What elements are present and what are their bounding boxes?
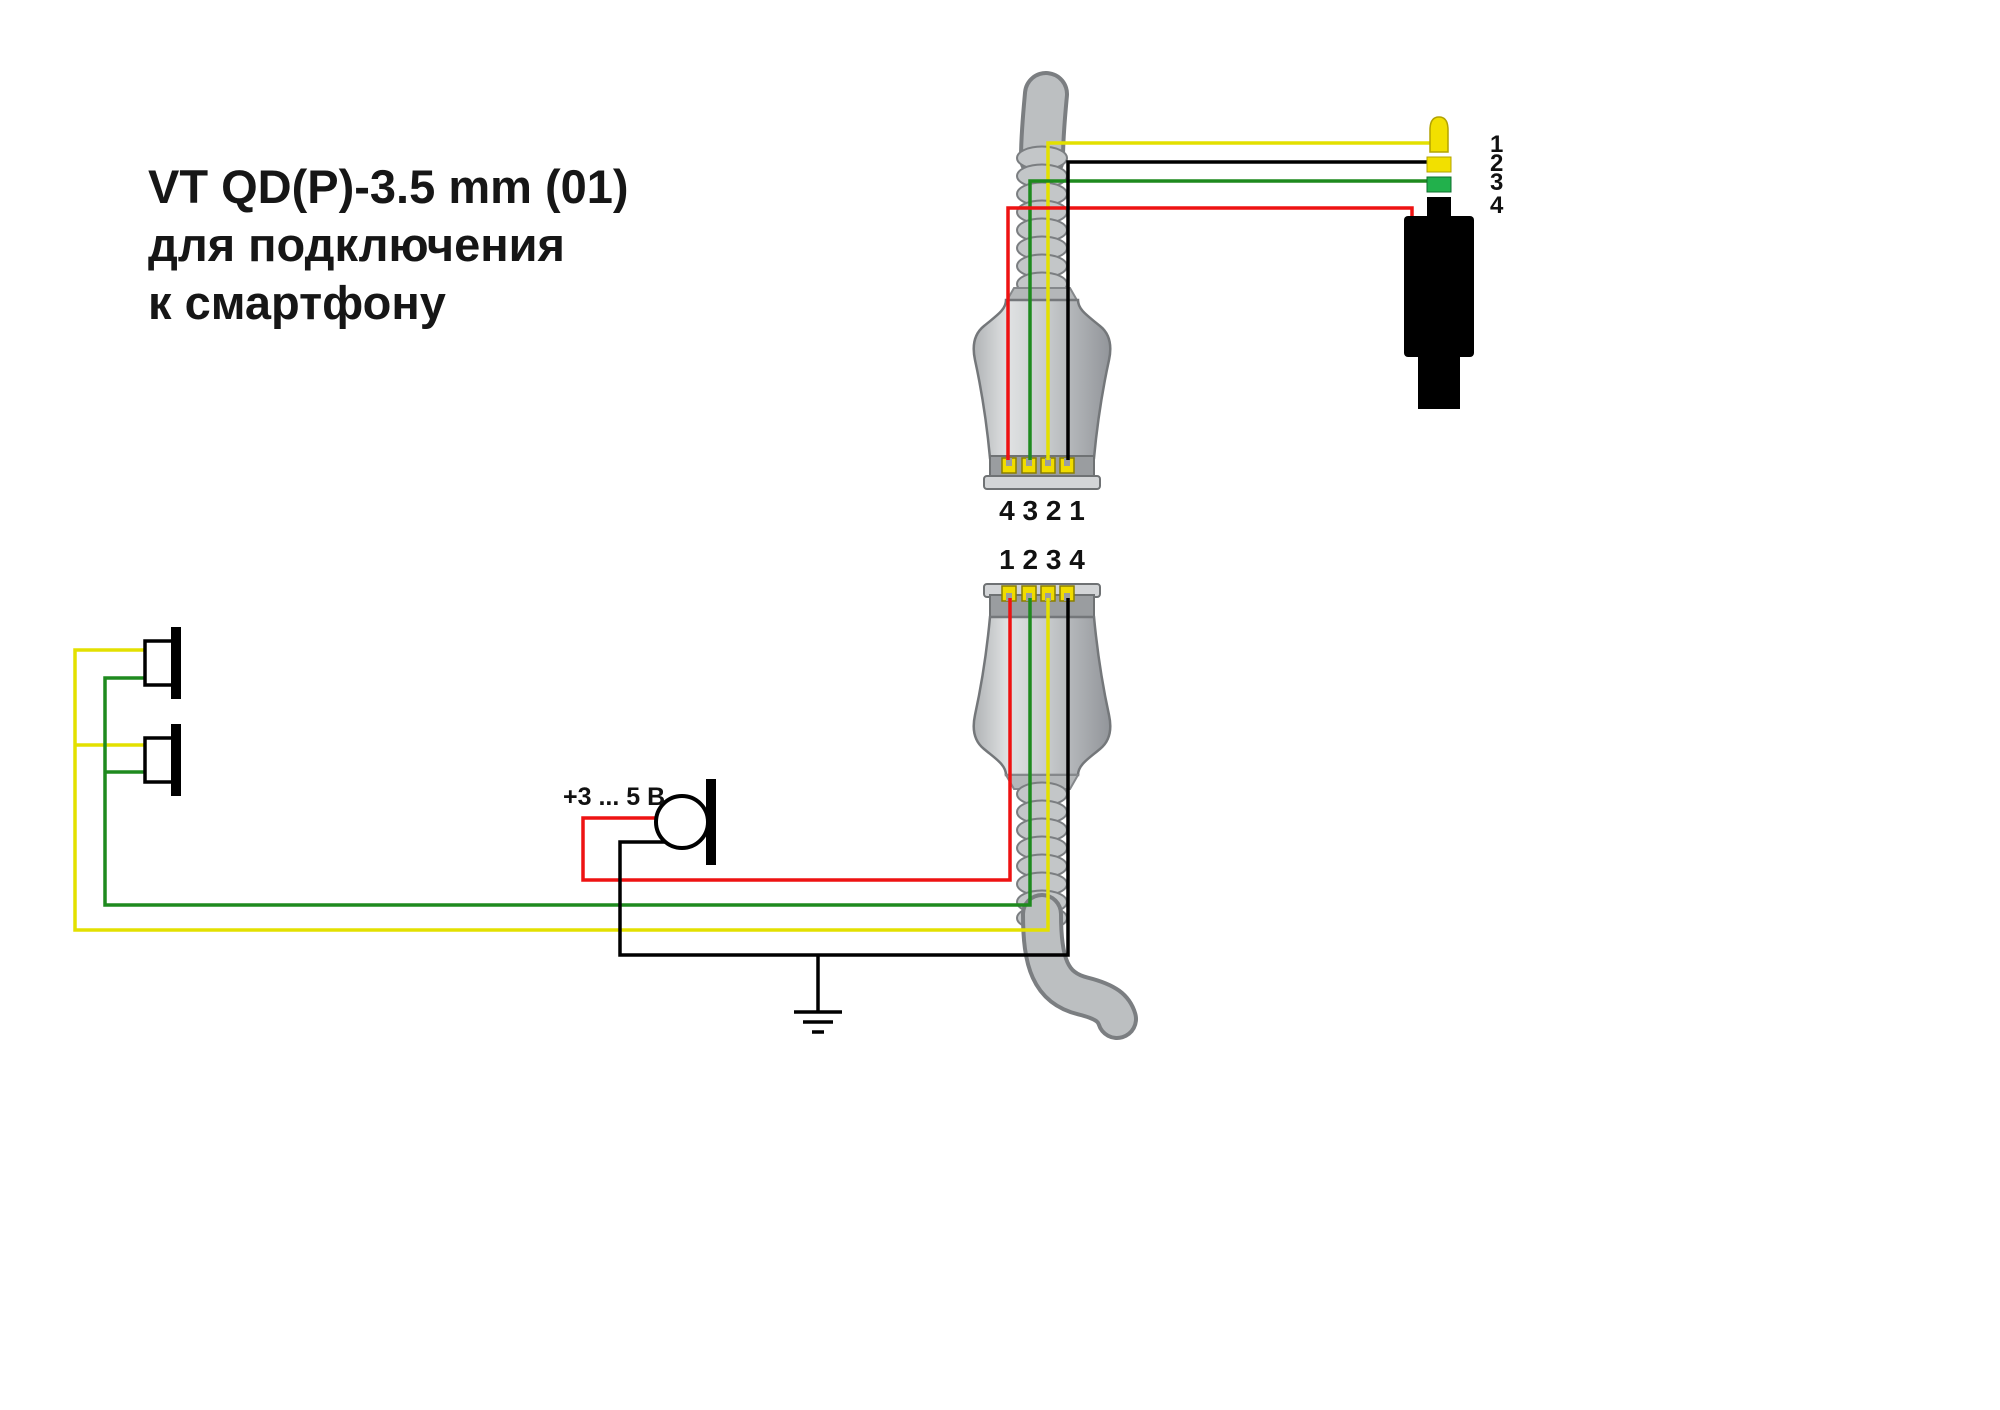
speaker-bottom-coil [143, 736, 175, 784]
title-line-3: к смартфону [148, 276, 446, 329]
trs-plug-3.5mm [1404, 116, 1474, 409]
plug-pin-number-4: 4 [1490, 192, 1504, 219]
top-qd-pin-label: 4 3 2 1 [999, 495, 1085, 526]
speaker-bottom [143, 724, 181, 796]
speaker-top [143, 627, 181, 699]
speaker-bottom-diaphragm [171, 724, 181, 796]
microphone [654, 779, 716, 865]
speaker-top-coil [143, 639, 175, 687]
top-qd-lip [983, 475, 1101, 490]
top-qd-body [972, 298, 1112, 460]
top-qd-connector [972, 71, 1112, 490]
plug-tip-1 [1429, 116, 1449, 153]
black-wire-bottom [618, 598, 1070, 1012]
plug-pin-number-3: 3 [1490, 169, 1503, 196]
microphone-plate [706, 779, 716, 865]
bottom-qd-pin-notches [1006, 593, 1070, 601]
ground-symbol [794, 1010, 842, 1034]
green-wire-bottom [103, 598, 1032, 907]
bottom-qd-cable [1025, 897, 1134, 1036]
yellow-wire-bottom [73, 598, 1050, 932]
green-wire-top [1028, 179, 1427, 460]
plug-pin-number-1: 1 [1490, 131, 1503, 158]
yellow-wire-top [1046, 141, 1430, 460]
plug-body [1404, 216, 1474, 357]
black-wire-top [1066, 160, 1427, 460]
plug-pin-number-2: 2 [1490, 150, 1503, 177]
green-wire [103, 179, 1427, 907]
diagram-title: VT QD(P)-3.5 mm (01) для подключения к с… [148, 158, 629, 332]
red-wire-bottom [581, 598, 1012, 882]
plug-ring-3 [1426, 176, 1452, 193]
plug-handle [1418, 356, 1460, 409]
black-wire [618, 160, 1427, 1034]
top-qd-pin-notches [1006, 458, 1070, 466]
plug-sleeve-4 [1427, 197, 1451, 218]
red-wire-top [1006, 206, 1414, 460]
mic-voltage-label: +3 ... 5 В [563, 783, 665, 811]
bottom-qd-pin-label: 1 2 3 4 [999, 544, 1085, 575]
top-qd-strain-relief [1016, 145, 1068, 297]
yellow-wire [73, 141, 1430, 932]
red-wire [581, 206, 1414, 882]
plug-ring-2 [1426, 156, 1452, 173]
title-line-2: для подключения [148, 218, 565, 271]
bottom-qd-body [972, 615, 1112, 777]
speaker-top-diaphragm [171, 627, 181, 699]
title-line-1: VT QD(P)-3.5 mm (01) [148, 160, 629, 213]
